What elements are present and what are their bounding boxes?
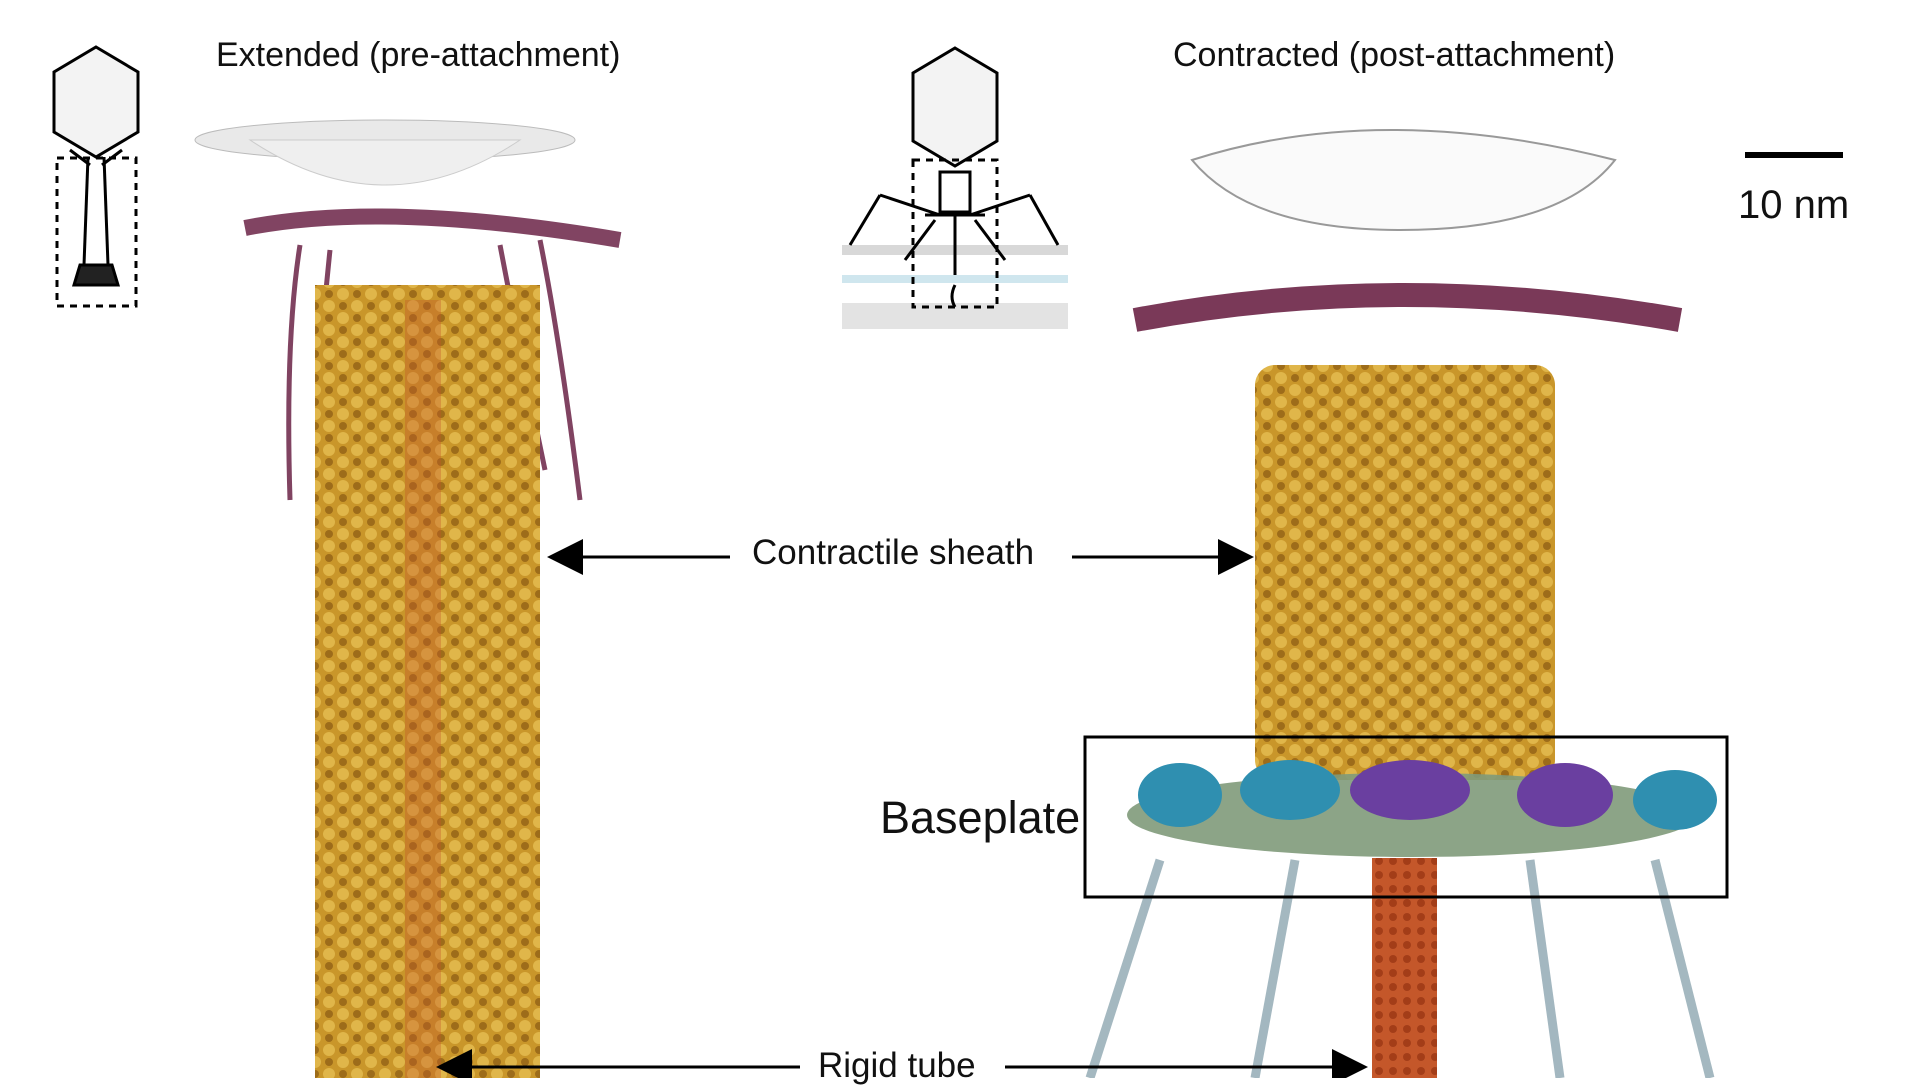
extended-structure (194, 119, 622, 1078)
phage-icon-extended (52, 45, 140, 308)
contracted-structure (1083, 129, 1729, 1078)
title-contracted: Contracted (post-attachment) (1173, 36, 1616, 74)
title-extended: Extended (pre-attachment) (216, 36, 621, 74)
baseplate-box (1083, 735, 1729, 899)
label-rigid-tube: Rigid tube (818, 1046, 976, 1085)
label-baseplate: Baseplate (880, 792, 1081, 843)
label-contractile-sheath: Contractile sheath (752, 533, 1035, 572)
phage-icon-contracted (842, 46, 1068, 329)
scale-bar-label: 10 nm (1738, 183, 1850, 227)
